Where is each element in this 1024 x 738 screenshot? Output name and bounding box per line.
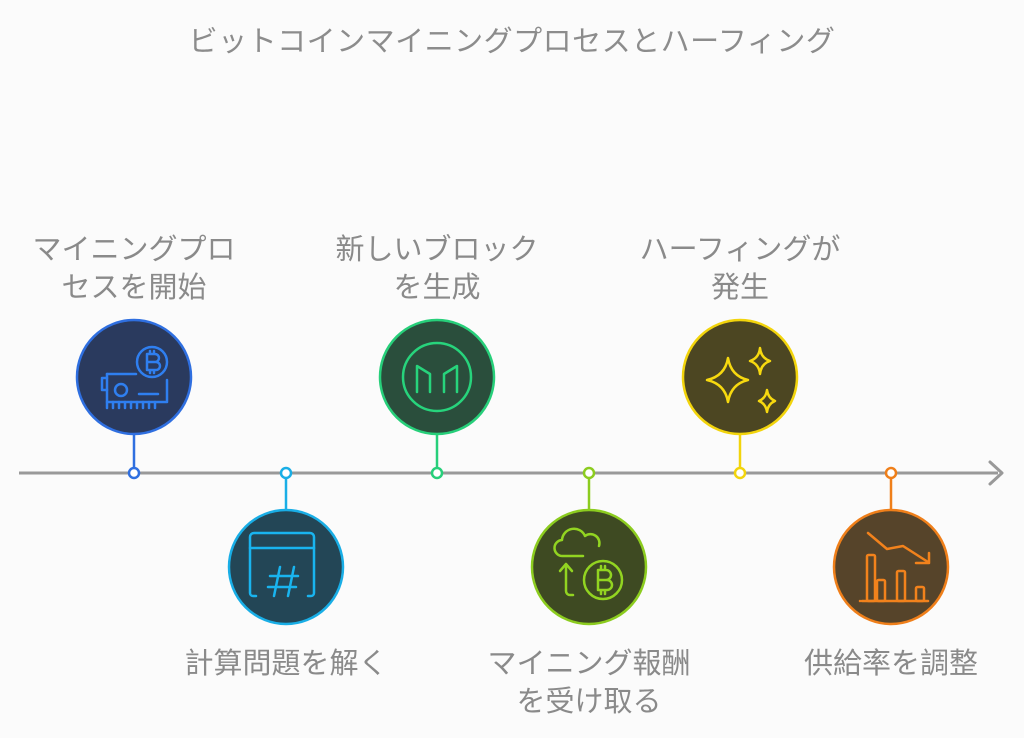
sparkles-icon: [705, 346, 777, 414]
step-circle: [378, 318, 496, 436]
step-2-solve-problem: [227, 466, 345, 626]
step-4-receive-reward: [530, 466, 648, 626]
step-3-label: 新しいブロック を生成: [335, 232, 539, 304]
timeline-axis: [19, 460, 1004, 486]
step-6-label: 供給率を調整: [803, 646, 978, 680]
step-6-adjust-supply: [832, 466, 950, 626]
hash-calculator-icon: [248, 531, 316, 598]
step-1-start-mining: [75, 318, 193, 480]
timeline-node: [582, 466, 596, 480]
step-circle: [832, 508, 950, 626]
step-1-label: マイニングプロ セスを開始: [32, 232, 236, 304]
declining-chart-icon: [858, 531, 931, 603]
arrow-head-icon: [988, 460, 1004, 486]
diagram-title: ビットコインマイニングプロセスとハーフィング: [188, 24, 836, 58]
cloud-bitcoin-reward-icon: [553, 527, 624, 601]
gpu-bitcoin-icon: [100, 345, 169, 410]
step-4-label: マイニング報酬 を受け取る: [487, 646, 691, 718]
step-3-create-block: [378, 318, 496, 480]
timeline-node: [884, 466, 898, 480]
timeline-node: [733, 466, 747, 480]
timeline-node: [430, 466, 444, 480]
timeline-node: [127, 466, 141, 480]
step-circle: [75, 318, 193, 436]
step-2-label: 計算問題を解く: [184, 646, 388, 680]
step-circle: [227, 508, 345, 626]
timeline-node: [279, 466, 293, 480]
step-5-label: ハーフィングが 発生: [639, 232, 841, 304]
step-5-halving: [681, 318, 799, 480]
block-m-icon: [401, 341, 473, 413]
